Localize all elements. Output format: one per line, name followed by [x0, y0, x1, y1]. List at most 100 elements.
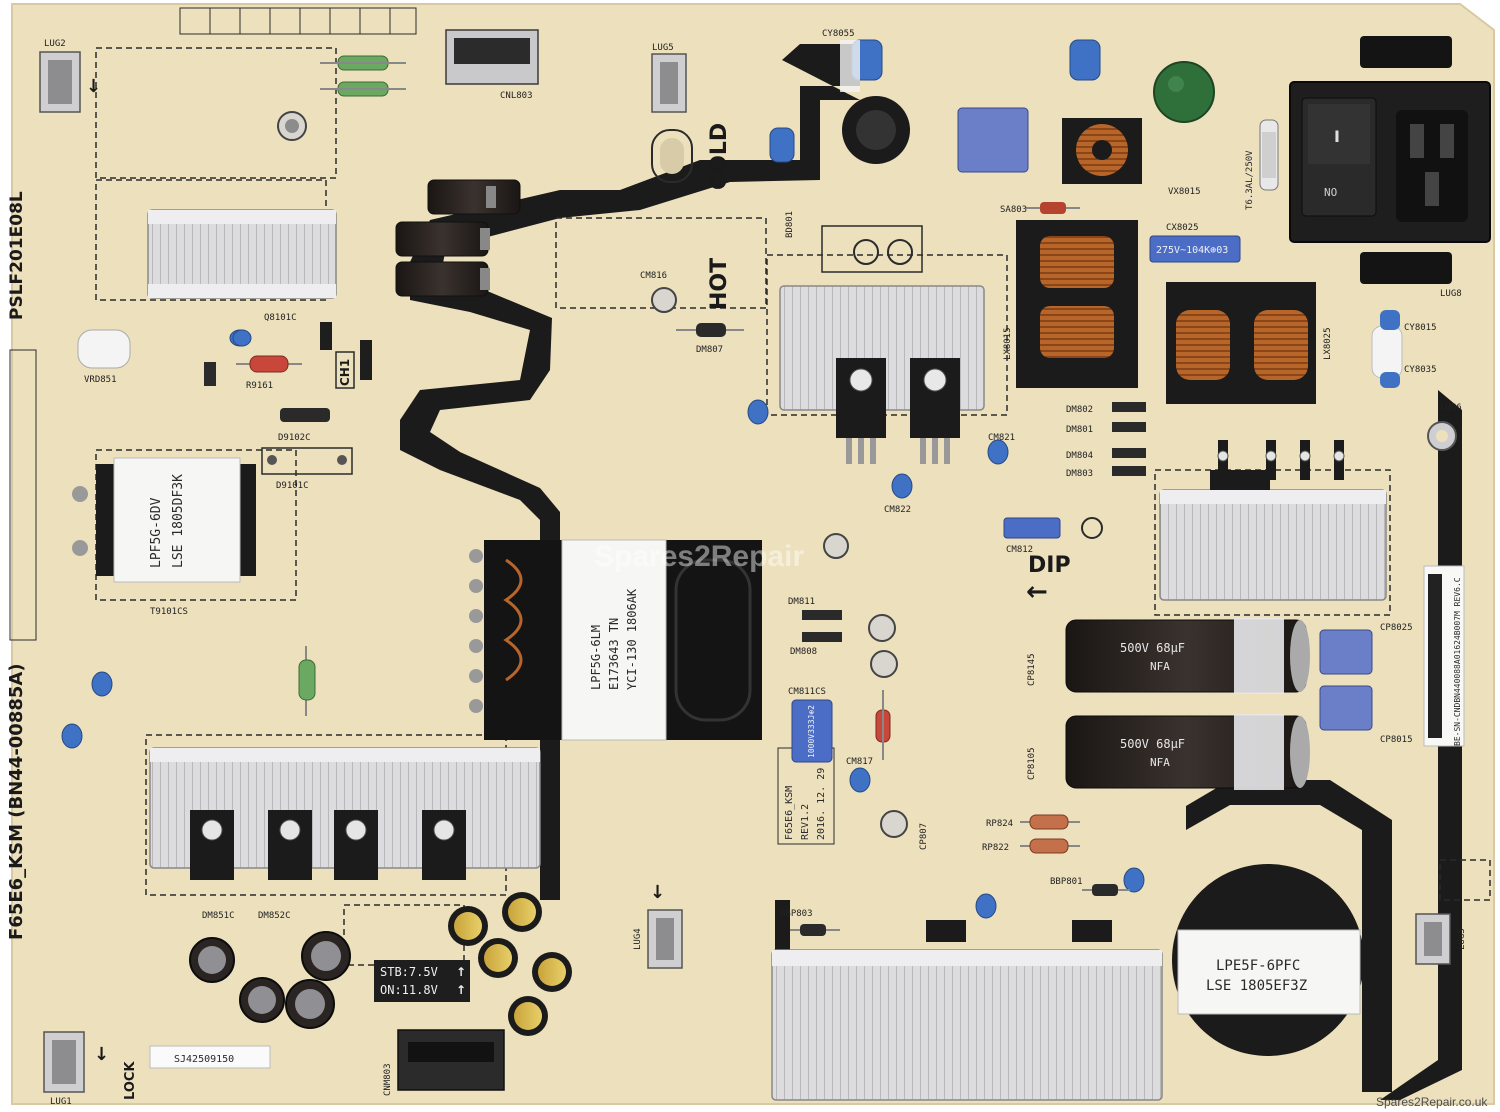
t9101-label: T9101CS	[150, 607, 188, 617]
transformer-main: LPF5G-6LM E173643 TN YCI-130 1806AK	[469, 539, 762, 741]
safety-warning-block	[9, 349, 37, 641]
dm801-label: DM801	[1066, 425, 1093, 435]
hot-label: HOT	[707, 258, 732, 310]
small-caps-center: CP807 CM817	[823, 533, 929, 850]
cm817-label: CM817	[846, 757, 873, 767]
film-caps-right: CP8025 CP8015	[1319, 623, 1413, 745]
film-cap-cm812: CM812	[1003, 517, 1061, 555]
lug-8: LUG8	[1440, 289, 1462, 299]
cap-cm816: CM816	[640, 271, 677, 313]
cp8105-label: CP8105	[1027, 747, 1037, 780]
cp807-label: CP807	[919, 823, 929, 850]
ch1-label: CH1	[338, 359, 352, 386]
lx8025-label: LX8025	[1323, 327, 1333, 360]
diode-d9102c: D9102C D9101C	[261, 408, 353, 491]
dm808-label: DM808	[790, 647, 817, 657]
bd801-label: BD801	[785, 211, 795, 238]
pfc-line2: LSE 1805EF3Z	[1206, 978, 1307, 994]
t9101-line1: LPF5G-6DV	[149, 497, 164, 568]
cm812-label: CM812	[1006, 545, 1033, 555]
cp8025-label: CP8025	[1380, 623, 1413, 633]
main-xfmr-line3: YCI-130 1806AK	[625, 588, 639, 690]
lug-5: LUG5	[651, 43, 687, 113]
switch-on-glyph: I	[1334, 127, 1340, 146]
arrow-left-icon: ←	[1026, 577, 1048, 607]
choke-small	[1062, 118, 1142, 184]
connector-cnl803: CNL803	[445, 29, 539, 101]
lug-3: LUG3	[1415, 913, 1467, 965]
ground-ring-lug6: LUG6	[1427, 403, 1462, 451]
arrow-up-icon-stb: ↑	[456, 965, 466, 979]
y-caps-top: CY8055	[769, 29, 1101, 163]
vrd851-varistor: VRD851	[77, 329, 131, 385]
lug1-label: LUG1	[50, 1097, 72, 1107]
diode-bbp: BBP803 BBP801	[780, 877, 1130, 936]
cm822-label: CM822	[884, 505, 911, 515]
cx8025-label: CX8025	[1166, 223, 1199, 233]
bbp803-label: BBP803	[780, 909, 813, 919]
lug3-label: LUG3	[1457, 928, 1467, 950]
pfc-line1: LPE5F-6PFC	[1216, 958, 1300, 974]
stb-voltage: STB:7.5V	[380, 965, 438, 979]
fuse: T6.3AL/250V	[1245, 119, 1279, 210]
diodes-dm811: DM811 DM808	[788, 597, 842, 657]
resistor-rm880	[298, 646, 316, 716]
lug-1: LUG1 ↓ LOCK	[43, 1031, 138, 1107]
dm807-label: DM807	[696, 345, 723, 355]
heatsink-right	[1159, 440, 1387, 601]
r9161-label: R9161	[246, 381, 273, 391]
arrow-down-icon-center: ↓	[650, 882, 665, 903]
main-xfmr-line1: LPF5G-6LM	[589, 625, 603, 690]
sa803: SA803	[1000, 202, 1080, 215]
switch-off-label: NO	[1324, 186, 1337, 199]
cm821-label: CM821	[988, 433, 1015, 443]
lock-label: LOCK	[123, 1061, 138, 1100]
resistors-rp: RP824 RP822	[982, 814, 1080, 854]
cold-label: COLD	[707, 123, 732, 190]
x-cap-rating: 275V~104K⊕03	[1156, 245, 1228, 256]
barcode-sticker: SJ42509150	[149, 1045, 271, 1069]
watermark-center: Spares2Repair	[594, 540, 804, 573]
bbp801-label: BBP801	[1050, 877, 1083, 887]
serial-label: BE-SN-CNDBN440088A01624B007M REV6.C	[1453, 577, 1462, 746]
isolation-barrier-trace	[400, 44, 860, 900]
choke-lx8025: LX8025	[1166, 282, 1333, 404]
bulk-top-series: NFA	[1150, 660, 1170, 673]
cap-small-top	[277, 111, 307, 141]
samsung-logo	[1081, 517, 1103, 539]
d9101c-label: D9101C	[276, 481, 309, 491]
blue-ceramic-caps	[61, 329, 1145, 919]
rp822-label: RP822	[982, 843, 1009, 853]
cnm803-label: CNM803	[383, 1063, 393, 1096]
output-caps-yellow	[448, 892, 572, 1036]
film-cap-rating: 1000V333J⊕2	[807, 705, 816, 758]
arrow-down-icon: ↓	[86, 76, 101, 97]
d9102c-label: D9102C	[278, 433, 311, 443]
dm851c-label: DM851C	[202, 911, 235, 921]
sa803-label: SA803	[1000, 205, 1027, 215]
slot-top	[651, 129, 693, 183]
rev-line2: REV1.2	[800, 804, 811, 840]
bulk-bottom-rating: 500V 68μF	[1120, 737, 1185, 751]
ntc-thermistor	[842, 96, 910, 164]
on-voltage: ON:11.8V	[380, 983, 438, 997]
bulk-top-rating: 500V 68μF	[1120, 641, 1185, 655]
t9101-line2: LSE 1805DF3K	[171, 474, 186, 568]
resistors-top	[320, 55, 406, 97]
heatsink-bottom-left: DM851C DM852C	[149, 747, 541, 921]
fuse-rating: T6.3AL/250V	[1245, 150, 1255, 210]
cm811cs-label: CM811CS	[788, 687, 826, 697]
lx8015-label: LX8015	[1003, 327, 1013, 360]
resistor-center	[875, 690, 891, 760]
cp8145-label: CP8145	[1027, 653, 1037, 686]
choke-lx8015: LX8015	[1003, 220, 1138, 388]
dm804-label: DM804	[1066, 451, 1093, 461]
rp824-label: RP824	[986, 819, 1013, 829]
bulk-cap-top: 500V 68μF NFA CP8145	[1027, 618, 1310, 694]
barcode-text: SJ42509150	[174, 1054, 234, 1065]
heatsink-upper-left	[147, 209, 337, 299]
dm802-label: DM802	[1066, 405, 1093, 415]
connector-cnm803: CNM803	[383, 1029, 505, 1096]
vx8015-label: VX8015	[1168, 187, 1201, 197]
